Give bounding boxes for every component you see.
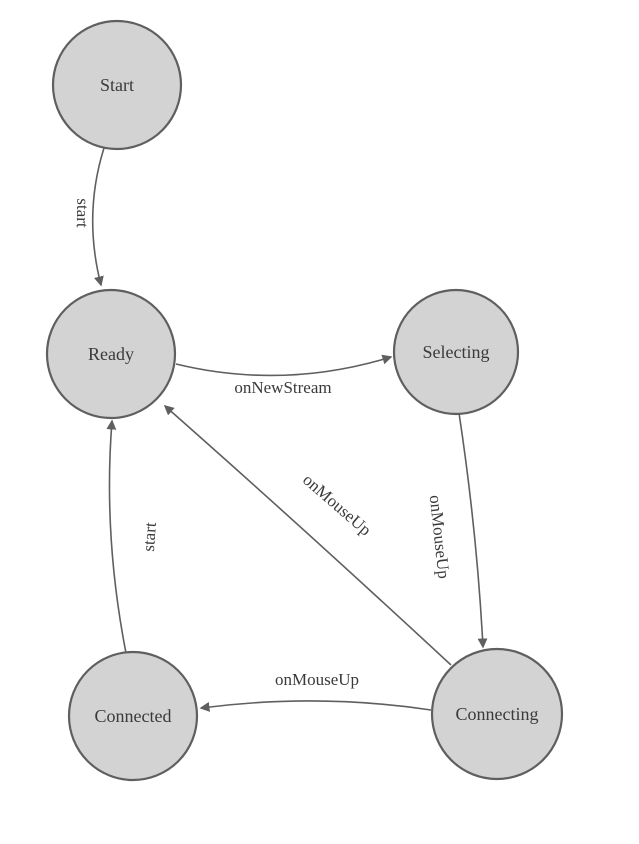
node-connected-circle (67, 650, 199, 782)
edge-start-to-ready: start (73, 147, 105, 287)
node-selecting-label: Selecting (423, 342, 490, 362)
node-connected: Connected (67, 650, 199, 782)
node-connected-label: Connected (95, 706, 172, 726)
edge-ready-to-selecting-path (175, 354, 393, 377)
edge-connected-to-ready: start (106, 419, 160, 654)
node-start-label: Start (100, 75, 134, 95)
node-connecting: Connecting (430, 647, 564, 781)
edge-label-onnewstream: onNewStream (234, 378, 331, 397)
node-ready: Ready (45, 288, 177, 420)
edge-label-onmouseup-3: onMouseUp (275, 670, 359, 689)
edge-selecting-to-connecting: onMouseUp (426, 412, 488, 649)
node-start: Start (51, 19, 183, 151)
edge-connecting-to-connected-path (199, 700, 432, 712)
node-connecting-label: Connecting (456, 704, 539, 724)
edge-label-start-2: start (139, 521, 160, 552)
node-start-circle (51, 19, 183, 151)
edge-ready-to-selecting: onNewStream (175, 354, 393, 397)
node-ready-circle (45, 288, 177, 420)
node-selecting: Selecting (392, 288, 520, 416)
edge-selecting-to-connecting-path (458, 412, 488, 649)
edge-connecting-to-ready: onMouseUp (163, 405, 452, 666)
edge-start-to-ready-path (91, 147, 105, 287)
edge-label-onmouseup-2: onMouseUp (299, 470, 375, 539)
node-ready-label: Ready (88, 344, 134, 364)
node-connecting-circle (430, 647, 564, 781)
edge-label-start-1: start (73, 198, 93, 228)
edge-connected-to-ready-path (106, 419, 127, 654)
node-selecting-circle (392, 288, 520, 416)
edge-label-onmouseup-1: onMouseUp (426, 494, 454, 580)
edge-connecting-to-connected: onMouseUp (199, 670, 432, 712)
edge-connecting-to-ready-path (163, 405, 452, 666)
